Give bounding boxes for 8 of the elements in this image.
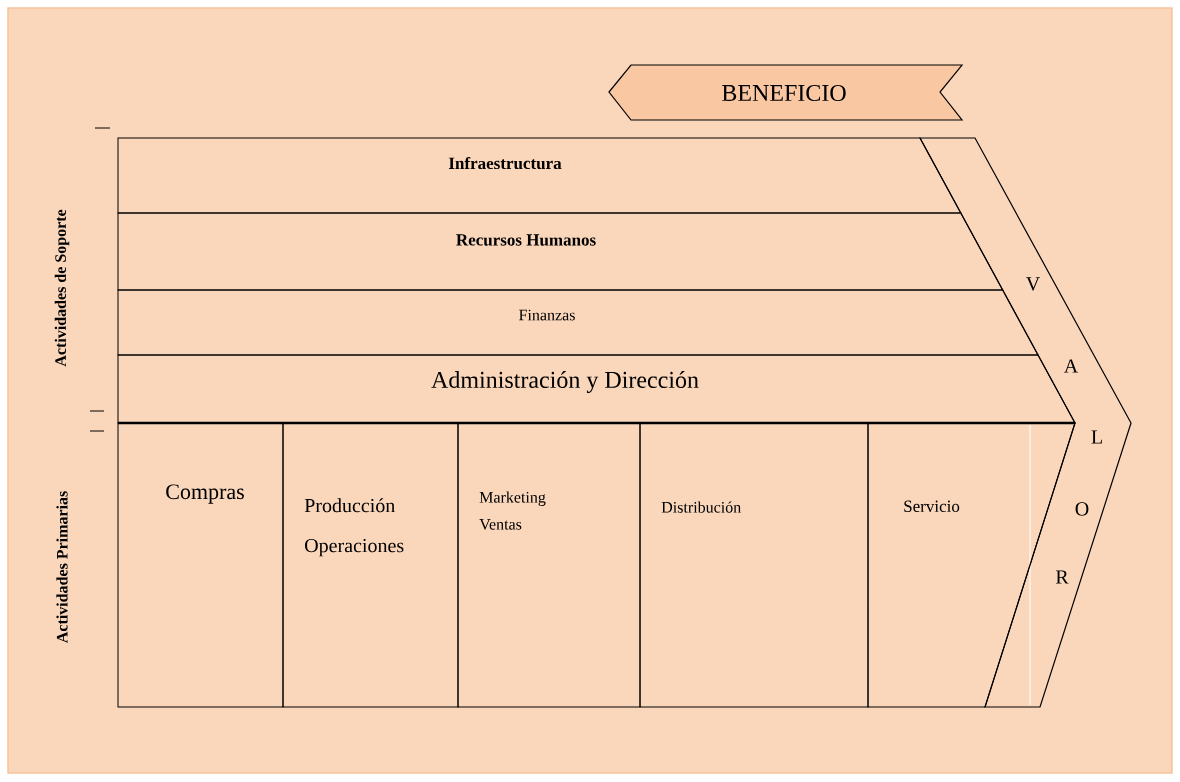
activity-column: Producción Operaciones [282, 422, 459, 708]
activity-band: Recursos Humanos [117, 212, 1004, 291]
activity-column: Compras [117, 422, 284, 708]
side-label: Actividades Primarias [56, 491, 68, 644]
activity-band: Infraestructura [117, 137, 962, 214]
activity-column: Distribución [639, 422, 869, 708]
activity-column: Marketing Ventas [457, 422, 641, 708]
side-label: Actividades de Soporte [54, 209, 70, 367]
